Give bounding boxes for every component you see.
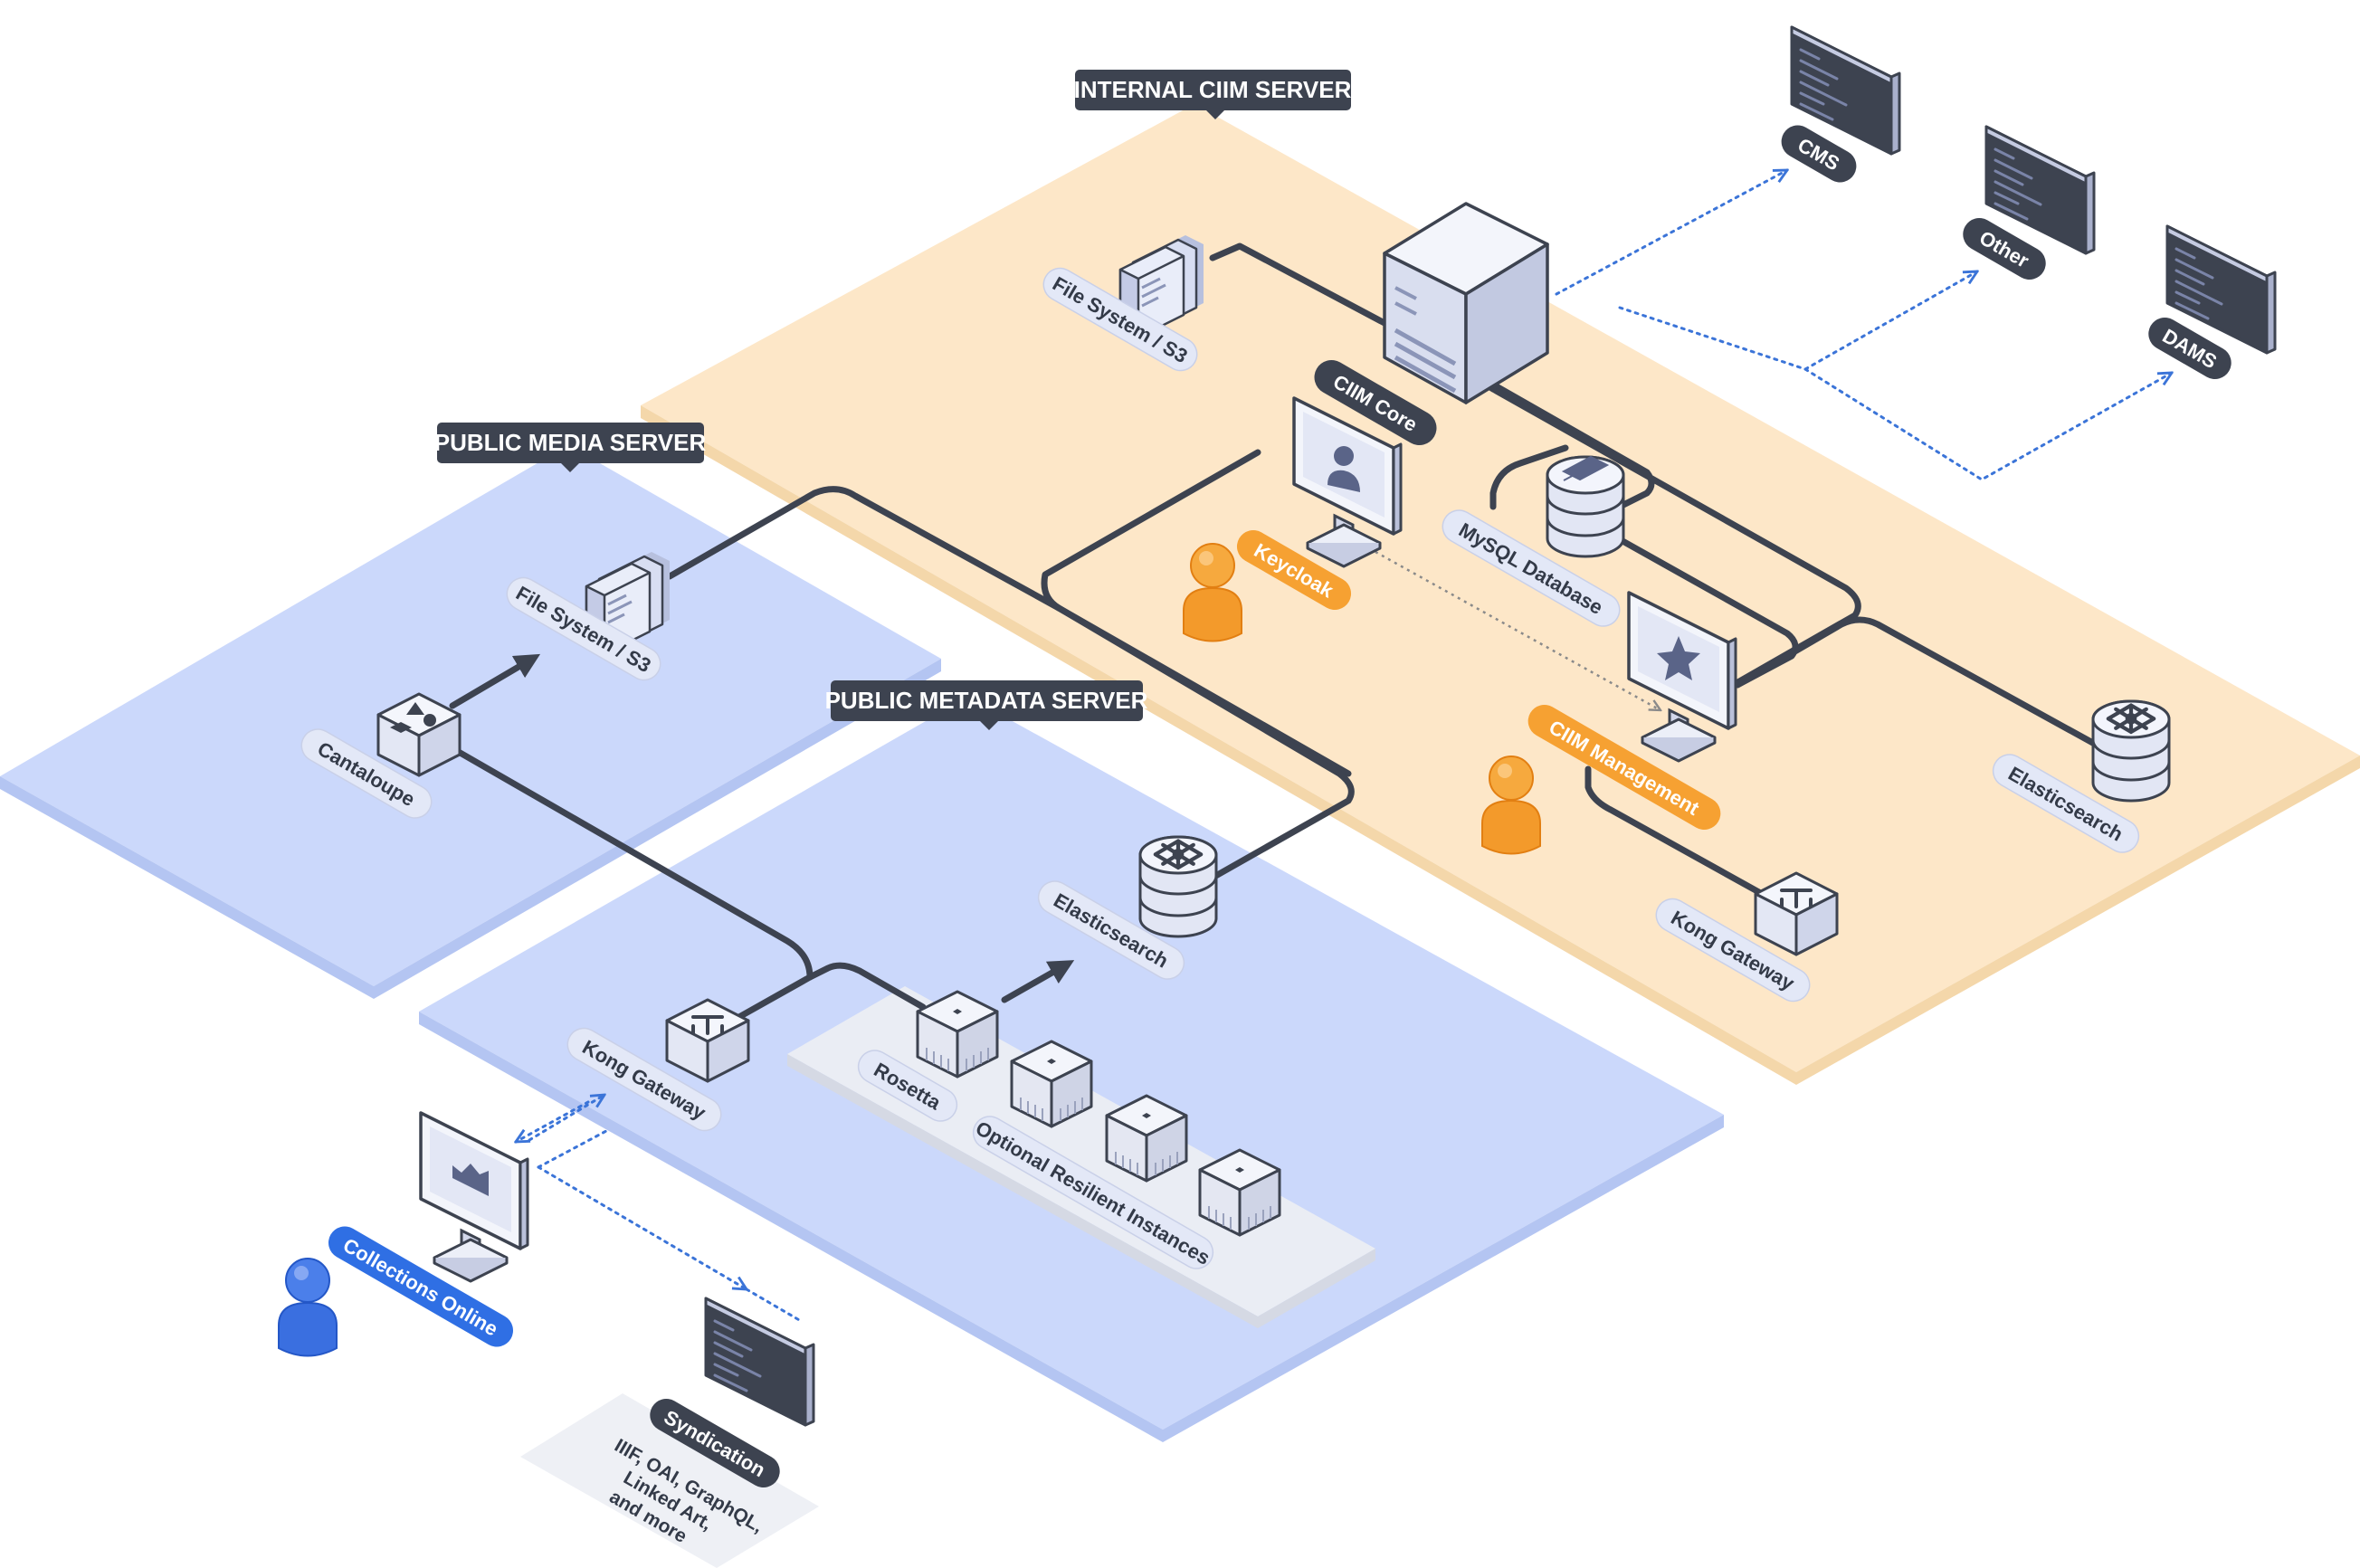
image-glyph-icon — [452, 1164, 489, 1196]
zone-header-internal-text: INTERNAL CIIM SERVER — [1074, 76, 1352, 103]
monitor-icon — [1627, 591, 1737, 763]
database-cylinder-icon — [2091, 699, 2171, 803]
zone-internal-ciim — [641, 104, 2360, 1085]
monitor-icon — [1292, 396, 1403, 568]
instance-cube-icon — [1198, 1148, 1281, 1237]
monitor-icon — [419, 1111, 529, 1283]
database-cylinder-icon — [1138, 835, 1218, 938]
user-figure-icon — [1183, 543, 1242, 642]
instance-cube-icon — [1105, 1094, 1188, 1183]
database-cylinder-icon — [1546, 455, 1625, 558]
instance-cube-icon — [1010, 1040, 1093, 1128]
gateway-cube-icon — [376, 692, 462, 777]
syndication-note-card — [520, 1393, 819, 1568]
dotted-connectors — [516, 170, 2172, 1323]
resilient-platform — [787, 986, 1375, 1328]
zone-header-public-media: PUBLIC MEDIA SERVER — [434, 423, 707, 472]
zone-header-public-metadata: PUBLIC METADATA SERVER — [825, 680, 1148, 730]
rosetta-cube-icon — [916, 990, 999, 1079]
zone-header-public-media-text: PUBLIC MEDIA SERVER — [434, 429, 707, 456]
user-glyph-icon — [1328, 446, 1360, 492]
star-glyph-icon — [1657, 636, 1700, 680]
shapes-glyph-icon — [390, 702, 436, 733]
gateway-cube-icon — [1754, 871, 1839, 956]
user-figure-icon — [1481, 755, 1541, 855]
zone-public-media — [0, 445, 941, 999]
zone-header-internal: INTERNAL CIIM SERVER — [1074, 70, 1352, 119]
zone-header-public-metadata-text: PUBLIC METADATA SERVER — [825, 687, 1148, 714]
solid-arrows — [449, 653, 1075, 1003]
terminal-window-icon — [704, 1297, 815, 1427]
label-collections-online: Collections Online — [328, 1226, 514, 1347]
user-figure-icon — [278, 1258, 338, 1357]
gateway-cube-icon — [665, 998, 750, 1083]
server-tower-icon — [1383, 202, 1549, 404]
